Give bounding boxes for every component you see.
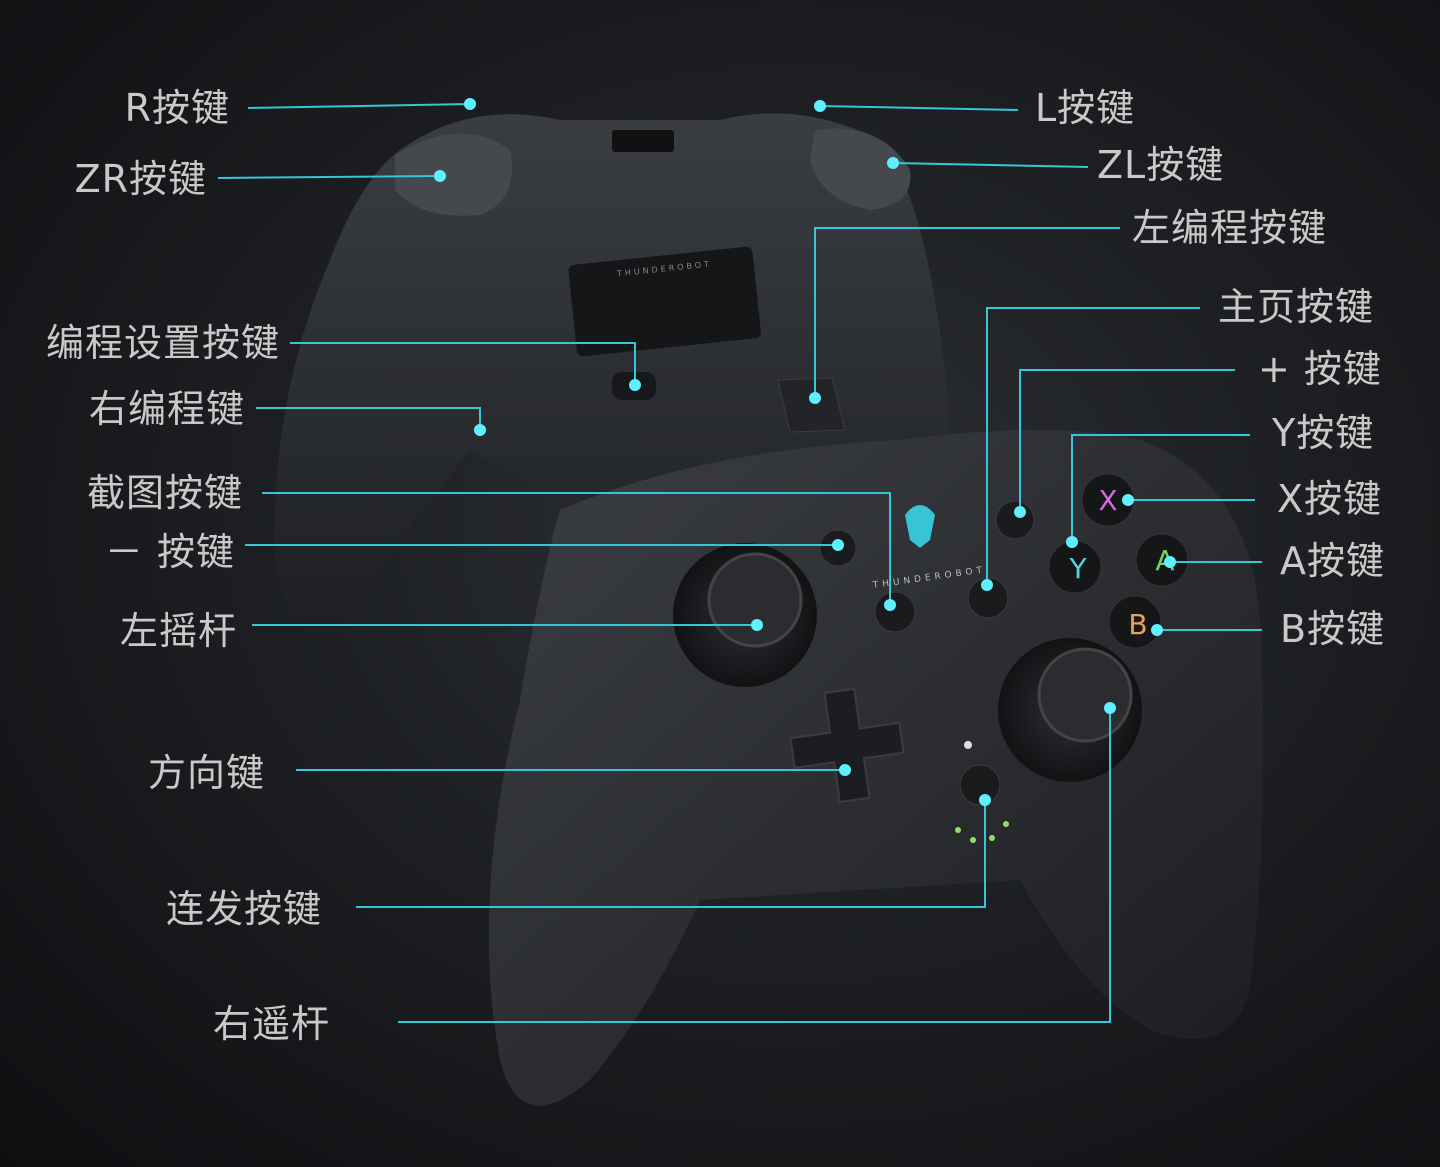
label-y-button: Y按键 <box>1272 411 1375 455</box>
svg-text:B: B <box>1128 608 1147 641</box>
brand-logo <box>905 505 935 548</box>
label-program-setting-button: 编程设置按键 <box>45 321 280 365</box>
leader-lines <box>217 103 1262 1023</box>
front-controller: THUNDEROBOT X Y A B <box>488 430 1264 1106</box>
label-a-button: A按键 <box>1280 539 1385 583</box>
right-stick <box>1037 647 1133 743</box>
screenshot-button <box>874 591 916 633</box>
label-r-button: R按键 <box>124 86 230 130</box>
b-button <box>1108 595 1162 649</box>
label-left-program-button: 左编程按键 <box>1132 206 1328 250</box>
callout-dots <box>434 98 1176 806</box>
label-sticker <box>568 246 761 357</box>
label-screenshot-button: 截图按键 <box>86 471 243 515</box>
svg-text:Y: Y <box>1068 552 1087 585</box>
label-minus-button: － 按键 <box>104 530 235 574</box>
left-stick <box>707 552 803 648</box>
label-left-stick: 左摇杆 <box>119 609 237 653</box>
label-right-program-button: 右编程键 <box>88 387 245 431</box>
svg-text:X: X <box>1098 484 1117 517</box>
label-turbo-button: 连发按键 <box>165 887 322 931</box>
label-l-button: L按键 <box>1035 86 1136 130</box>
a-button <box>1135 533 1189 587</box>
label-plus-button: + 按键 <box>1258 347 1382 391</box>
label-dpad: 方向键 <box>147 751 265 795</box>
label-zl-button: ZL按键 <box>1097 143 1225 187</box>
dpad <box>789 687 905 804</box>
turbo-button <box>959 764 1001 806</box>
back-controller: THUNDEROBOT <box>274 113 951 642</box>
label-b-button: B按键 <box>1280 607 1386 651</box>
label-right-stick: 右遥杆 <box>212 1002 330 1046</box>
plus-button <box>995 500 1035 540</box>
label-home-button: 主页按键 <box>1218 285 1375 329</box>
label-zr-button: ZR按键 <box>74 157 207 201</box>
label-x-button: X按键 <box>1277 477 1383 521</box>
